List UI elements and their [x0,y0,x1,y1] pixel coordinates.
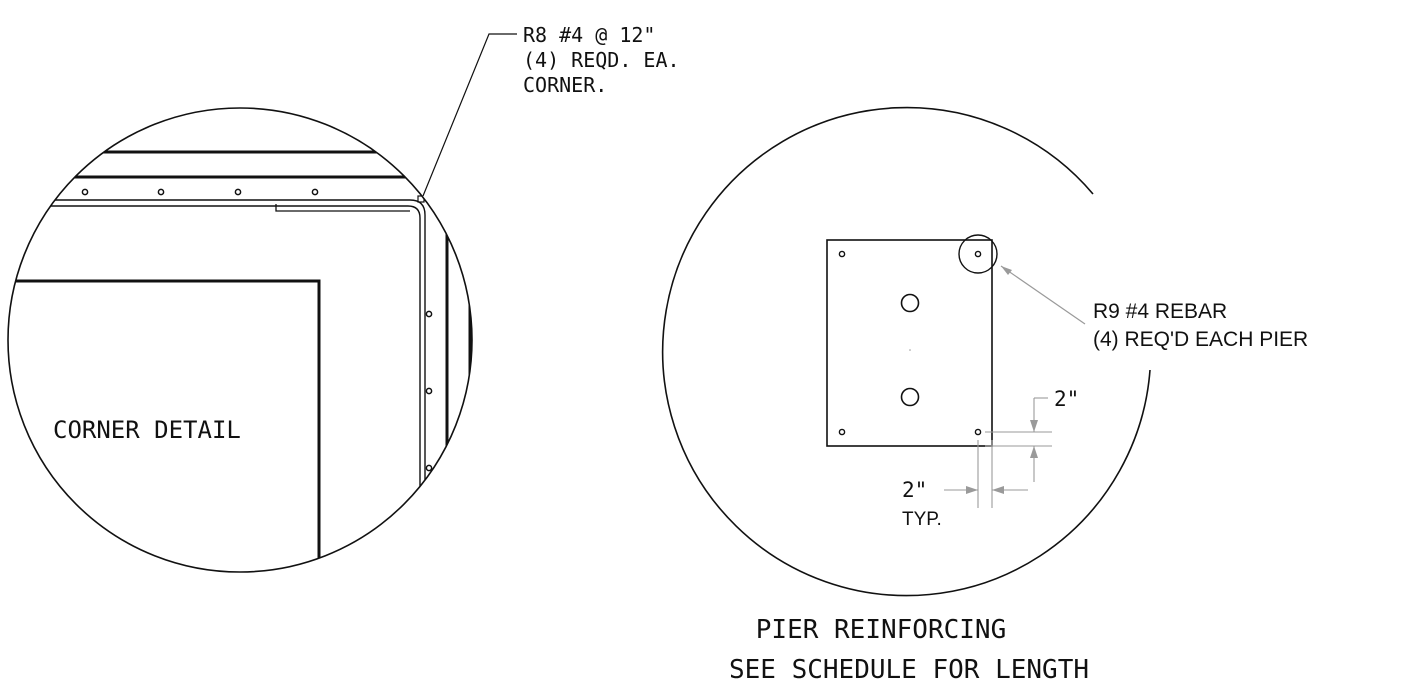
dim-arrow [992,486,1004,494]
rebar-dots [81,188,433,549]
pier-rebar-dot [974,428,982,436]
pier-rebar-dot [974,250,982,258]
pier-rebar-dot [838,428,846,436]
rebar-dot [425,541,433,549]
dim-arrow [1030,446,1038,458]
pier-section [826,239,993,447]
rebar-r8-outer [8,199,426,572]
corner-detail-title: CORNER DETAIL [53,416,241,444]
anchor-bolt-hole [900,293,920,313]
dim-vertical-label: 2" [1054,387,1079,411]
pier-detail: R9 #4 REBAR (4) REQ'D EACH PIER 2" 2" TY… [661,106,1308,685]
r9-callout-line2: (4) REQ'D EACH PIER [1093,328,1308,351]
r8-callout: R8 #4 @ 12" (4) REQD. EA. CORNER. [523,23,680,97]
dim-horizontal-label: 2" [902,478,927,502]
r9-leader-arrow [1001,266,1012,275]
rebar-dot [425,387,433,395]
dim-typical-note: TYP. [902,509,942,530]
rebar-r8-inner [8,205,421,572]
rebar-highlight-circle [958,234,998,274]
corner-detail: CORNER DETAIL R8 #4 @ 12" (4) REQD. EA. … [7,23,680,573]
dim-arrow [966,486,978,494]
r9-leader-line [1000,265,1086,325]
r8-leader-line [422,33,517,197]
rebar-dot [157,188,165,196]
rebar-dot [81,188,89,196]
r8-callout-line1: R8 #4 @ 12" [523,23,655,47]
pier-detail-subtitle: SEE SCHEDULE FOR LENGTH [729,655,1089,685]
center-mark [909,349,911,351]
r9-callout: R9 #4 REBAR (4) REQ'D EACH PIER [1093,300,1308,351]
r8-callout-line2: (4) REQD. EA. [523,48,680,72]
dim-vertical-cover [985,397,1052,482]
r9-callout-line1: R9 #4 REBAR [1093,300,1227,323]
rebar-dot [425,310,433,318]
rebar-dot [234,188,242,196]
pier-detail-title: PIER REINFORCING [756,615,1006,645]
anchor-bolt-hole [900,387,920,407]
rebar-lap-horizontal [275,204,410,212]
r8-callout-line3: CORNER. [523,73,607,97]
corner-detail-circle [7,107,473,573]
interior-pier-outline [8,279,321,572]
rebar-dot [425,464,433,472]
rebar-dot [311,188,319,196]
pier-rebar-dot [838,250,846,258]
pier-detail-circle [661,106,1151,597]
dim-horizontal-cover [944,440,1028,508]
dim-arrow [1030,420,1038,432]
rebar-corner-block [417,195,425,203]
